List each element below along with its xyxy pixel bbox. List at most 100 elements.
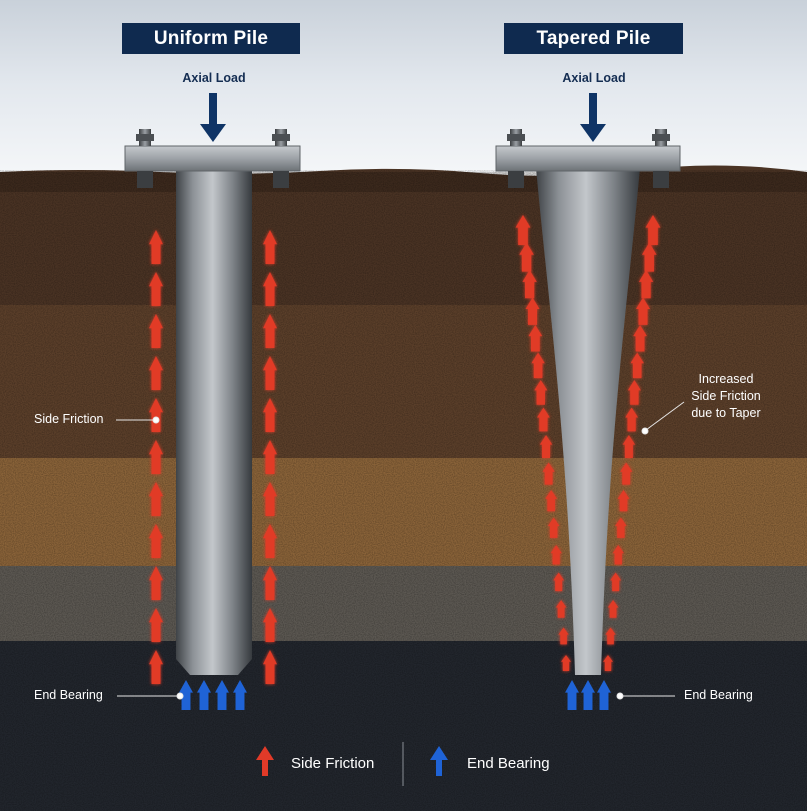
uniform-side-friction-arrows <box>149 230 277 684</box>
side-friction-arrow <box>149 230 163 264</box>
uniform-pile-title: Uniform Pile <box>122 23 300 54</box>
legend-end-bearing-label: End Bearing <box>467 755 550 772</box>
side-friction-arrow <box>263 482 277 516</box>
side-friction-arrow <box>149 272 163 306</box>
tapered-pile <box>495 129 681 675</box>
uniform-side-leader-dot <box>152 416 160 424</box>
side-friction-arrow <box>263 230 277 264</box>
side-friction-arrow <box>149 314 163 348</box>
soil-texture <box>0 170 807 811</box>
side-friction-arrow <box>607 600 619 618</box>
side-friction-arrow <box>638 270 654 299</box>
tapered-pile-cap <box>495 145 681 172</box>
side-friction-arrow <box>263 440 277 474</box>
end-bearing-arrow <box>179 680 193 710</box>
side-friction-arrow <box>635 297 651 325</box>
uniform-axial-load-label: Axial Load <box>182 71 246 85</box>
side-friction-arrow <box>522 270 537 299</box>
uniform-pile-cap <box>124 145 301 172</box>
side-friction-arrow <box>519 242 534 272</box>
side-friction-arrow <box>641 242 657 272</box>
side-friction-arrow <box>263 314 277 348</box>
side-friction-arrow <box>605 627 616 645</box>
soil-strata <box>0 165 807 811</box>
side-friction-arrow <box>263 398 277 432</box>
tapered-side-label-line-3: due to Taper <box>691 406 761 420</box>
side-friction-arrow <box>627 380 641 405</box>
side-friction-arrow <box>630 352 644 379</box>
side-friction-arrow <box>612 545 624 565</box>
uniform-axial-load-arrow <box>200 93 226 142</box>
tapered-end-bearing-label: End Bearing <box>684 688 753 702</box>
side-friction-arrow <box>149 356 163 390</box>
side-friction-arrow <box>149 608 163 642</box>
side-friction-arrow <box>528 325 543 352</box>
end-bearing-arrow <box>215 680 229 710</box>
side-friction-arrow <box>603 655 613 671</box>
side-friction-arrow <box>263 608 277 642</box>
side-friction-arrow <box>617 490 630 512</box>
uniform-end-bearing-label: End Bearing <box>34 688 103 702</box>
tapered-side-friction-label: Increased Side Friction due to Taper <box>686 371 766 422</box>
side-friction-arrow <box>149 566 163 600</box>
side-friction-arrow <box>620 462 633 485</box>
side-friction-arrow <box>633 325 647 352</box>
uniform-pile <box>124 129 301 675</box>
tapered-side-label-line-2: Side Friction <box>691 389 761 403</box>
tapered-end-bearing-arrows <box>565 680 611 710</box>
legend-side-friction-label: Side Friction <box>291 755 375 772</box>
side-friction-arrow <box>625 407 639 432</box>
side-friction-arrow <box>645 215 661 245</box>
leader-lines <box>116 401 685 700</box>
tapered-axial-load-label: Axial Load <box>562 71 626 85</box>
tapered-side-label-line-1: Increased <box>698 372 754 386</box>
side-friction-arrow <box>263 272 277 306</box>
side-friction-arrow <box>149 398 163 432</box>
uniform-side-friction-label: Side Friction <box>34 412 104 426</box>
uniform-end-leader-dot <box>176 692 184 700</box>
side-friction-arrow <box>537 407 550 432</box>
uniform-cap-bolts <box>136 129 290 188</box>
side-friction-arrow <box>615 517 627 538</box>
side-friction-arrow <box>525 297 540 325</box>
side-friction-arrow <box>545 490 558 512</box>
side-friction-arrow <box>547 517 560 538</box>
end-bearing-arrow <box>565 680 579 710</box>
side-friction-arrow <box>610 572 622 592</box>
side-friction-arrow <box>539 435 553 458</box>
side-friction-arrow <box>555 600 567 618</box>
side-friction-arrow <box>550 545 562 565</box>
side-friction-arrow <box>149 650 163 684</box>
tapered-pile-title: Tapered Pile <box>504 23 683 54</box>
side-friction-arrow <box>149 440 163 474</box>
side-friction-arrow <box>149 482 163 516</box>
side-friction-arrow <box>263 650 277 684</box>
tapered-side-leader <box>645 401 685 431</box>
side-friction-arrow <box>534 380 548 405</box>
end-bearing-arrow <box>233 680 247 710</box>
end-bearing-arrow <box>581 680 595 710</box>
side-friction-arrow <box>149 524 163 558</box>
tapered-axial-load-arrow <box>580 93 606 142</box>
side-friction-arrow <box>263 524 277 558</box>
side-friction-arrow <box>553 572 565 592</box>
end-bearing-arrow <box>197 680 211 710</box>
side-friction-arrow <box>263 356 277 390</box>
legend-side-friction-icon <box>256 746 274 776</box>
uniform-end-bearing-arrows <box>179 680 247 710</box>
side-friction-arrow <box>622 435 636 458</box>
side-friction-arrow <box>515 215 531 245</box>
tapered-end-leader-dot <box>616 692 624 700</box>
tapered-pile-shaft <box>536 168 640 675</box>
legend-end-bearing-icon <box>430 746 448 776</box>
tapered-side-leader-dot <box>641 427 649 435</box>
soil-shade <box>0 172 807 192</box>
side-friction-arrow <box>561 655 571 671</box>
side-friction-arrow <box>558 627 569 645</box>
legend <box>256 742 448 786</box>
uniform-pile-shaft <box>176 168 252 675</box>
tapered-cap-bolts <box>507 129 670 188</box>
end-bearing-arrow <box>597 680 611 710</box>
